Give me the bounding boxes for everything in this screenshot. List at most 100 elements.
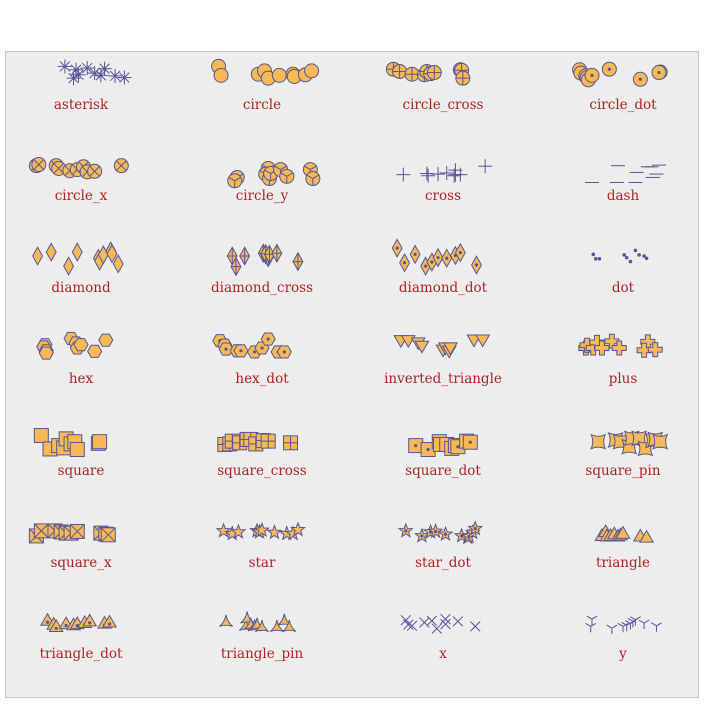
data-point: [632, 71, 648, 87]
data-point: [92, 434, 108, 450]
marker-label-square: square: [57, 463, 105, 479]
data-point: [586, 615, 598, 626]
data-point: [260, 332, 276, 346]
data-point: [606, 624, 618, 634]
data-point: [431, 623, 443, 634]
data-point: [628, 259, 633, 264]
data-point: [391, 238, 403, 258]
data-point: [622, 253, 627, 257]
data-point: [33, 428, 49, 444]
data-point: [585, 622, 597, 633]
marker-label-triangle-dot: triangle_dot: [39, 646, 123, 662]
data-point: [100, 527, 116, 543]
marker-label-y: y: [619, 646, 627, 662]
data-point: [392, 63, 408, 79]
data-point: [80, 61, 95, 76]
data-point: [467, 520, 484, 536]
data-point: [227, 173, 243, 189]
data-point: [113, 158, 129, 174]
data-point: [431, 167, 446, 182]
data-point: [73, 338, 89, 352]
data-point: [447, 168, 462, 183]
data-point: [478, 159, 493, 174]
marker-label-hex: hex: [68, 371, 94, 387]
data-point: [426, 615, 438, 627]
data-point: [33, 523, 49, 539]
data-point: [633, 248, 638, 253]
data-point: [462, 434, 478, 450]
data-point: [57, 59, 72, 74]
data-point: [108, 68, 123, 83]
data-point: [63, 256, 75, 276]
marker-label-triangle: triangle: [596, 555, 650, 571]
data-point: [51, 160, 67, 176]
data-point: [112, 254, 124, 274]
marker-label-x: x: [439, 646, 447, 662]
data-point: [230, 523, 247, 539]
marker-label-dot: dot: [611, 280, 635, 296]
data-point: [269, 619, 284, 632]
marker-label-diamond-dot: diamond_dot: [398, 280, 488, 296]
data-point: [292, 251, 304, 272]
data-point: [276, 345, 292, 359]
data-point: [106, 243, 118, 264]
data-point: [409, 244, 421, 265]
marker-label-diamond: diamond: [51, 280, 111, 296]
data-point: [437, 525, 454, 542]
data-point: [305, 171, 321, 187]
data-point: [642, 254, 646, 258]
data-point: [414, 340, 430, 354]
data-point: [590, 433, 607, 450]
data-point: [421, 168, 436, 183]
marker-label-cross: cross: [425, 188, 461, 204]
marker-label-square-dot: square_dot: [405, 463, 481, 479]
marker-label-circle-x: circle_x: [54, 188, 108, 204]
data-point: [432, 247, 444, 268]
data-point: [403, 619, 414, 630]
data-point: [644, 256, 649, 261]
data-point: [117, 70, 132, 85]
data-point: [597, 257, 602, 261]
marker-label-square-x: square_x: [50, 555, 112, 571]
data-point: [624, 255, 629, 260]
data-point: [69, 442, 85, 458]
data-point: [629, 616, 641, 626]
marker-label-dash: dash: [606, 188, 640, 204]
data-point: [593, 257, 598, 261]
data-point: [647, 342, 663, 358]
data-point: [419, 617, 430, 628]
marker-label-star-dot: star_dot: [415, 555, 471, 571]
marker-label-circle-cross: circle_cross: [402, 97, 484, 113]
data-point: [97, 61, 112, 76]
data-point: [475, 334, 491, 348]
data-point: [215, 522, 232, 538]
data-point: [219, 614, 234, 627]
data-point: [439, 165, 454, 180]
data-point: [31, 157, 47, 173]
data-point: [87, 344, 103, 358]
data-point: [233, 344, 249, 358]
data-point: [266, 524, 283, 540]
data-point: [213, 67, 229, 83]
data-point: [637, 253, 641, 257]
marker-label-triangle-pin: triangle_pin: [220, 646, 304, 662]
data-point: [651, 65, 667, 81]
data-point: [636, 342, 652, 358]
data-point: [601, 61, 617, 77]
data-point: [218, 342, 234, 356]
data-point: [277, 613, 292, 626]
marker-label-circle: circle: [242, 97, 282, 113]
data-point: [611, 340, 627, 356]
data-point: [615, 525, 631, 539]
marker-label-diamond-cross: diamond_cross: [210, 280, 314, 296]
marker-label-plus: plus: [608, 371, 638, 387]
data-point: [45, 242, 57, 262]
data-point: [413, 527, 430, 543]
marker-label-hex-dot: hex_dot: [235, 371, 289, 387]
data-point: [591, 252, 596, 257]
marker-grid: [28, 58, 669, 634]
marker-label-star: star: [248, 555, 276, 571]
data-point: [426, 65, 442, 81]
data-point: [594, 340, 610, 356]
data-point: [304, 63, 320, 79]
